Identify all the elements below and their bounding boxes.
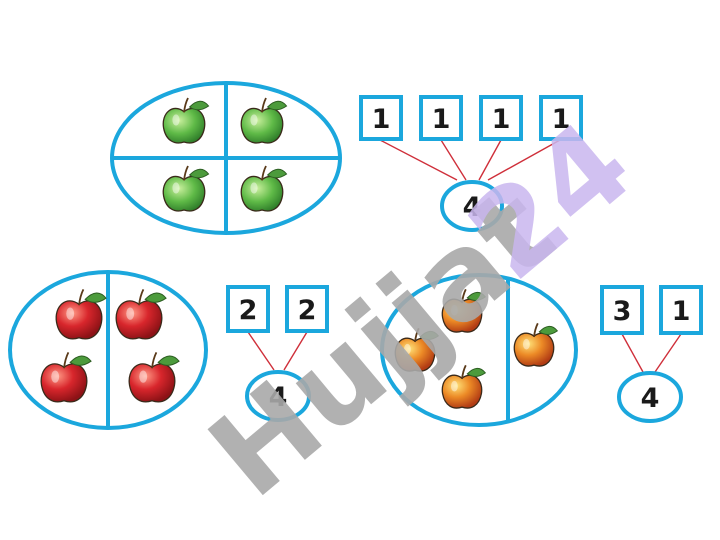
number-box [479,95,523,141]
apple-icon [162,97,210,144]
number-box-value: 1 [432,104,451,135]
number-box [600,285,644,335]
apple-icon [128,351,180,403]
apple-icon [441,364,487,409]
apple-icon [162,165,210,212]
apple-icon [240,165,288,212]
total-value: 4 [641,383,660,414]
number-box [285,285,329,333]
connector-line [379,139,458,181]
connector-line [440,139,467,181]
number-box-value: 1 [672,296,691,327]
number-box [359,95,403,141]
connector-line [247,331,275,371]
fruit-oval [380,273,578,427]
total-oval [245,370,311,422]
total-oval [617,371,683,423]
connector-line [487,139,561,181]
number-box-value: 2 [298,295,317,326]
connector-line [478,139,502,181]
connector-line [654,333,682,373]
number-box-value: 1 [552,104,571,135]
total-value: 4 [463,192,482,223]
apple-icon [513,322,559,367]
number-box-value: 1 [492,104,511,135]
number-box [659,285,703,335]
connector-line [621,333,644,373]
group-red-apples: 2 2 4 [8,270,329,430]
apple-icon [115,288,167,340]
number-box [419,95,463,141]
apple-icon [40,351,92,403]
apple-icon [441,288,487,333]
apple-icon [394,327,440,372]
number-box-value: 3 [613,296,632,327]
group-orange-apples: 3 1 4 [380,273,703,427]
group-green-apples: 1 1 1 1 4 [110,81,583,235]
apple-icon [240,97,288,144]
number-box-value: 1 [372,104,391,135]
total-value: 4 [269,382,288,413]
total-oval [440,180,504,232]
number-box [539,95,583,141]
connector-line [283,331,308,371]
number-box [226,285,270,333]
apple-icon [55,288,107,340]
number-box-value: 2 [239,295,258,326]
